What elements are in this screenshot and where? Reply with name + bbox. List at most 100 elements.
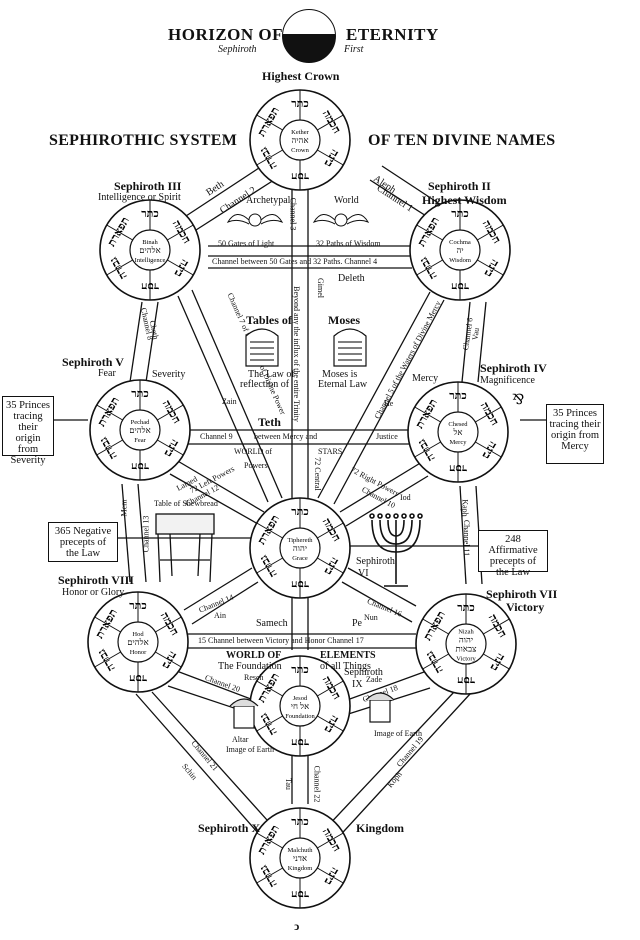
sephirah-inner-text: Kingdom — [288, 865, 313, 872]
malchuth-label-1: Sephiroth X — [198, 821, 261, 835]
chochma-label-1: Sephiroth II — [428, 179, 491, 193]
sephirah-inner-text: יהוה — [293, 543, 307, 553]
sephirah-spoke — [317, 557, 344, 574]
box-line: the Law — [495, 567, 531, 579]
sephirah-spoke — [155, 651, 182, 668]
sephirah-inner-text: Honor — [130, 649, 147, 656]
ring-word: חסד — [291, 736, 309, 748]
resch-label: Resch — [244, 673, 264, 682]
sephirah-spoke — [317, 832, 344, 849]
ring-word: חסד — [449, 462, 467, 474]
nizah-label-2: Victory — [506, 600, 545, 614]
stars-label: STARS — [318, 447, 343, 456]
sephirah-spoke — [416, 224, 443, 241]
sephirah-spoke — [256, 522, 283, 539]
princes-mercy-box: 35 Princes tracing their origin from Mer… — [546, 404, 604, 464]
moses-eternal-2: Eternal Law — [318, 379, 368, 390]
box-line: Mercy — [561, 441, 589, 453]
foundation-label: The Foundation — [218, 661, 282, 672]
sephirah-spoke — [94, 651, 121, 668]
tiphereth-label-2: VI — [358, 568, 369, 579]
sephirah-spoke — [477, 259, 504, 276]
law-reflection-2: reflection of — [240, 379, 290, 390]
title-left: SEPHIROTHIC SYSTEM — [49, 132, 238, 149]
ring-word: כתר — [291, 816, 309, 828]
paths-label: 32 Paths of Wisdom — [316, 239, 381, 248]
pechad-label-1: Sephiroth V — [62, 355, 124, 369]
sephirah-inner-text: אלהים — [139, 245, 161, 255]
law-reflection-1: The Law of — [248, 369, 295, 380]
sephirah-spoke — [317, 715, 344, 732]
hod-label-2: Honor or Glory — [62, 587, 125, 598]
sephirah-inner-text: Nizah — [458, 629, 474, 636]
sephirah-spoke — [167, 259, 194, 276]
box-line: tracing their — [13, 411, 43, 434]
box-line: tracing their — [549, 419, 601, 431]
sephirah-inner-text: Binah — [142, 239, 158, 246]
sephirah-inner-text: אל — [452, 427, 462, 437]
footer-glyph: ↄ — [294, 919, 300, 933]
sephirah-inner-text: Intelligence — [135, 257, 166, 264]
sephirah-spoke — [96, 404, 123, 421]
header-left: HORIZON OF — [168, 25, 284, 44]
sephirah-spoke — [155, 616, 182, 633]
sephirah-inner-text: Kether — [291, 129, 310, 136]
chesed-label-1: Sephiroth IV — [480, 361, 547, 375]
ring-word: חסד — [291, 170, 309, 182]
sephirah-spoke — [96, 439, 123, 456]
jesod-label-2: IX — [352, 679, 363, 690]
daleth-label: Deleth — [338, 273, 365, 284]
zain-label: Zain — [222, 397, 237, 406]
hod-label-1: Sephiroth VIII — [58, 573, 134, 587]
tiphereth-label-1: Sephiroth — [356, 556, 395, 567]
severity-label: Severity — [152, 369, 186, 380]
ain-label: Ain — [214, 611, 226, 620]
box-line: precepts of — [489, 556, 537, 568]
world-label: World — [334, 195, 359, 206]
nun-label: Nun — [364, 613, 378, 622]
sephirah-inner-text: אלהים — [127, 637, 149, 647]
negative-precepts-box: 365 Negative precepts of the Law — [48, 522, 118, 562]
sephirah-spoke — [94, 616, 121, 633]
sephirah-inner-text: אל חי — [291, 701, 309, 711]
sephirah-spoke — [416, 259, 443, 276]
sephirah-spoke — [157, 439, 184, 456]
sephirah-spoke — [414, 406, 441, 423]
justice-label: Justice — [376, 432, 398, 441]
cherub-left-icon — [226, 213, 284, 227]
image-earth-label: Image of Earth — [226, 745, 274, 754]
sephirah-inner-text: Jesod — [293, 695, 308, 702]
channel-between-label: Channel between 50 Gates and 32 Paths. C… — [212, 257, 378, 266]
sephirah-inner-text: Tiphereth — [287, 537, 313, 544]
sephirah-spoke — [483, 653, 510, 670]
shewbread-label: Table of Shewbread — [154, 499, 218, 508]
sephirah-inner-text: Fear — [134, 437, 146, 444]
sephirah-inner-text: יהוה — [459, 635, 473, 645]
box-line: Severity — [10, 455, 46, 467]
sephirah-inner-text: Wisdom — [449, 257, 471, 264]
tablet-right-icon — [333, 328, 367, 367]
sephirah-inner-text: Foundation — [285, 713, 315, 720]
box-line: the Law — [65, 548, 101, 560]
header-sub-left: Sephiroth — [218, 44, 257, 55]
box-line: precepts of — [59, 537, 107, 549]
mercy-label: Mercy — [412, 373, 439, 384]
samech-label: Samech — [256, 618, 288, 629]
cherub-right-icon — [312, 213, 370, 227]
ring-word: חסד — [291, 888, 309, 900]
between-label: between Mercy and — [254, 432, 318, 441]
sephirah-spoke — [157, 404, 184, 421]
malchuth-label-2: Kingdom — [356, 821, 405, 835]
sephirah-spoke — [106, 224, 133, 241]
menorah-icon — [369, 513, 423, 587]
sephirah-spoke — [256, 680, 283, 697]
ring-word: חסד — [141, 280, 159, 292]
box-line: 35 Princes — [5, 400, 51, 411]
highest-crown-label: Highest Crown — [262, 69, 340, 83]
